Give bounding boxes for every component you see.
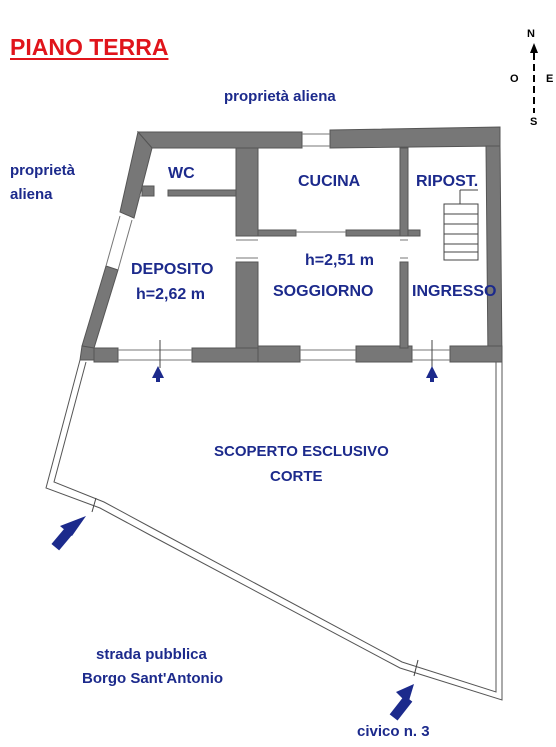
arrow-up-icon-ingresso [426,366,438,382]
room-ingresso: INGRESSO [412,283,497,300]
label-proprieta-left-2: aliena [10,186,53,203]
room-cucina: CUCINA [298,173,361,190]
compass-west: O [510,73,519,85]
label-proprieta-left-1: proprietà [10,162,76,179]
stairs-icon [443,189,479,261]
entry-markers [91,340,433,677]
compass-needle-icon [530,43,538,113]
label-strada-2: Borgo Sant'Antonio [82,670,224,687]
label-scoperto-2: CORTE [270,468,323,485]
label-proprieta-top: proprietà aliena [224,88,336,105]
room-soggiorno-height: h=2,51 m [305,252,374,269]
compass-east: E [546,73,554,85]
entrance-arrows [51,366,438,721]
room-deposito: DEPOSITO [131,261,214,278]
page-title: PIANO TERRA [10,34,169,60]
room-ripost: RIPOST. [416,173,479,190]
walls [79,126,503,363]
room-wc: WC [168,165,195,182]
compass-north: N [527,28,535,40]
courtyard-outline [45,359,503,701]
room-soggiorno: SOGGIORNO [273,283,374,300]
arrow-diagonal-icon-civico [389,684,414,721]
arrow-up-icon-deposito [152,366,164,382]
label-scoperto-1: SCOPERTO ESCLUSIVO [214,443,389,460]
room-deposito-height: h=2,62 m [136,286,205,303]
label-strada-1: strada pubblica [96,646,207,663]
openings [105,133,450,361]
arrow-diagonal-icon-courtyard [51,516,86,551]
compass-south: S [530,116,538,128]
label-civico: civico n. 3 [357,723,430,740]
